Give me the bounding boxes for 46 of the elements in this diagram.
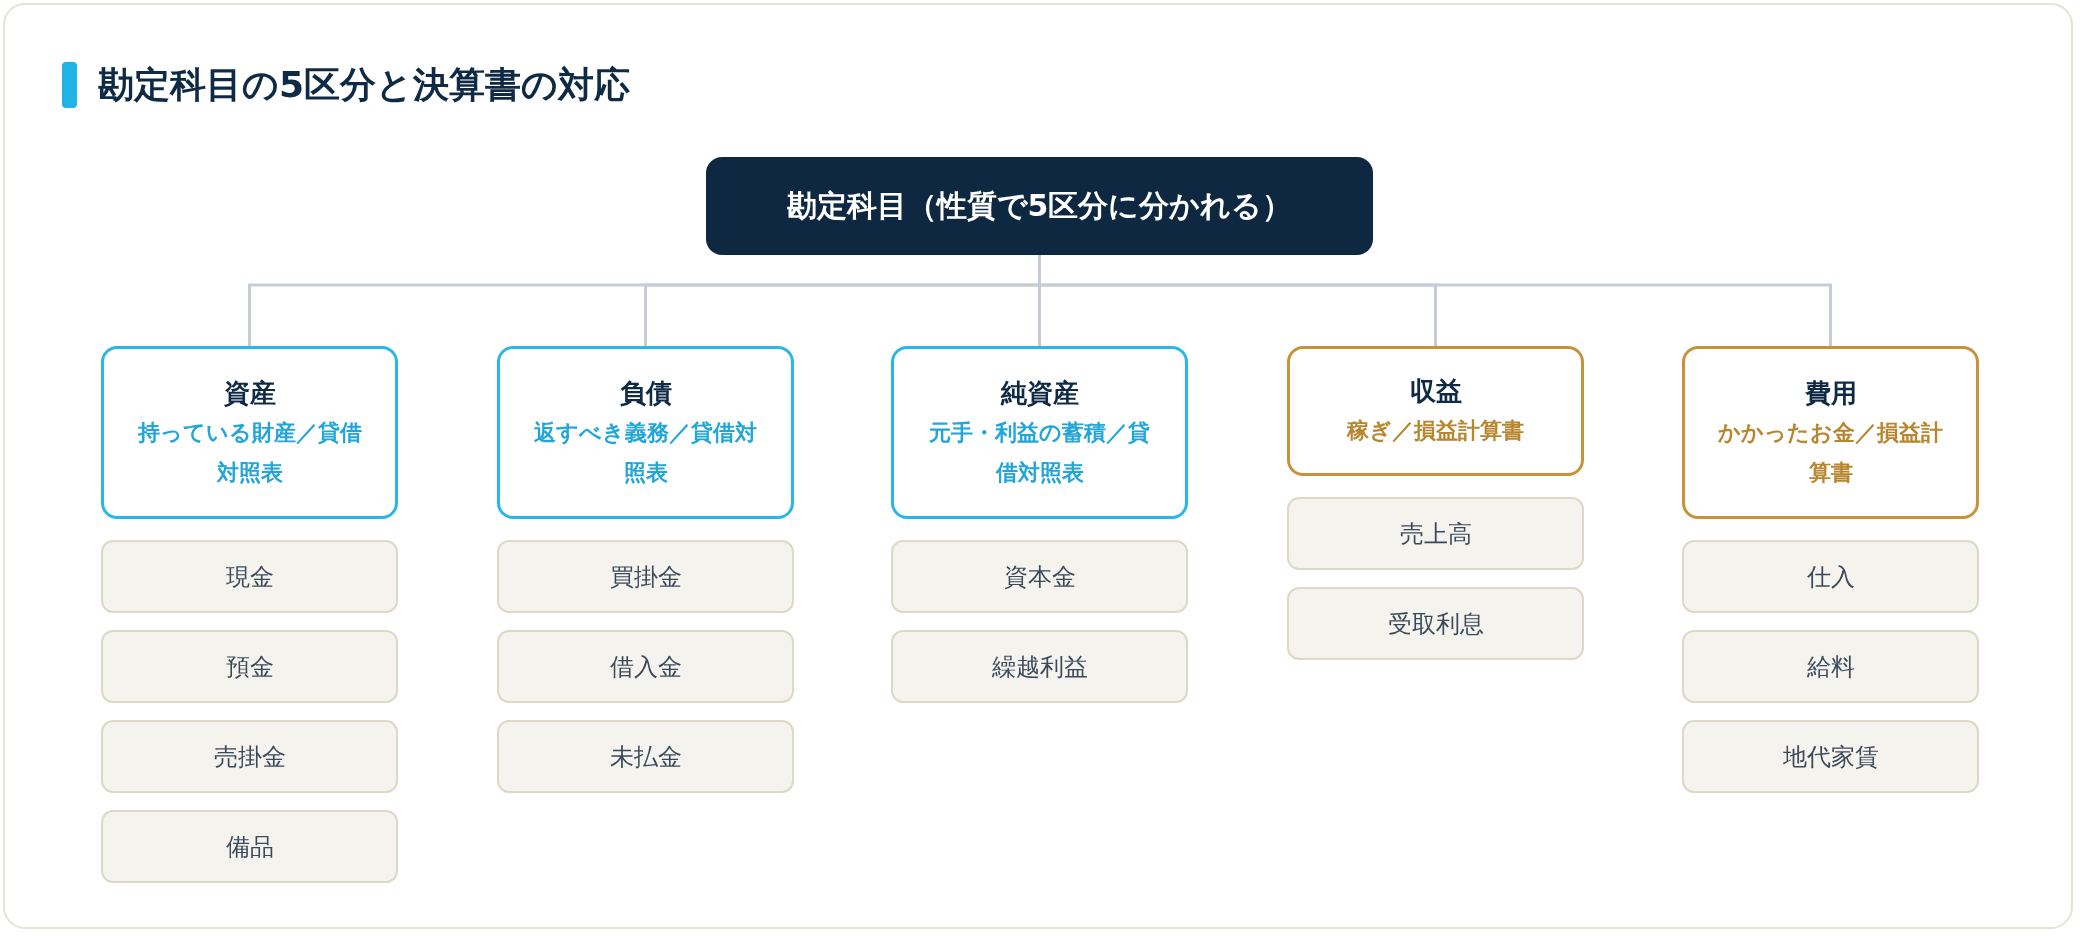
root-box xyxy=(706,157,1373,255)
account-item-box xyxy=(101,630,398,703)
account-name: 現金 xyxy=(225,561,274,593)
category-title: 収益 xyxy=(1409,375,1462,408)
account-item-box xyxy=(497,540,794,613)
category-title: 資産 xyxy=(223,376,276,410)
account-item-box xyxy=(1682,720,1979,793)
account-name: 繰越利益 xyxy=(991,651,1088,683)
account-name: 受取利息 xyxy=(1387,608,1484,640)
account-item-box xyxy=(101,720,398,793)
account-name: 売掛金 xyxy=(213,741,286,773)
title: 勘定科目の5区分と決算書の対応 xyxy=(98,63,631,107)
category-description: 稼ぎ／損益計算書 xyxy=(1347,417,1524,445)
account-item-box xyxy=(1287,587,1584,660)
category-description: 元手・利益の蓄積／貸借対照表 xyxy=(928,418,1151,487)
category-box xyxy=(1682,346,1979,519)
category-title: 純資産 xyxy=(1000,376,1079,410)
account-item-box xyxy=(497,720,794,793)
account-item-box xyxy=(1682,540,1979,613)
account-name: 資本金 xyxy=(1003,561,1076,593)
category-title: 費用 xyxy=(1804,376,1857,410)
category-description: 持っている財産／貸借対照表 xyxy=(136,418,363,487)
account-item-box xyxy=(1287,497,1584,570)
account-item-box xyxy=(101,540,398,613)
account-name: 未払金 xyxy=(609,741,682,773)
category-box xyxy=(1287,346,1584,476)
category-description: 返すべき義務／貸借対照表 xyxy=(533,418,758,487)
account-item-box xyxy=(101,810,398,883)
account-name: 買掛金 xyxy=(609,561,682,593)
account-item-box xyxy=(891,630,1188,703)
account-name: 預金 xyxy=(225,651,274,683)
account-name: 給料 xyxy=(1806,651,1855,683)
account-name: 仕入 xyxy=(1806,561,1855,593)
category-box xyxy=(497,346,794,519)
account-name: 売上高 xyxy=(1399,518,1472,550)
category-title: 負債 xyxy=(619,376,672,410)
account-item-box xyxy=(1682,630,1979,703)
account-item-box xyxy=(891,540,1188,613)
category-box xyxy=(891,346,1188,519)
category-description: かかったお金／損益計算書 xyxy=(1717,418,1944,487)
account-name: 借入金 xyxy=(609,651,682,683)
account-name: 地代家賃 xyxy=(1782,741,1879,773)
category-box xyxy=(101,346,398,519)
root-label: 勘定科目（性質で5区分に分かれる） xyxy=(786,186,1293,225)
account-item-box xyxy=(497,630,794,703)
account-name: 備品 xyxy=(225,831,274,863)
